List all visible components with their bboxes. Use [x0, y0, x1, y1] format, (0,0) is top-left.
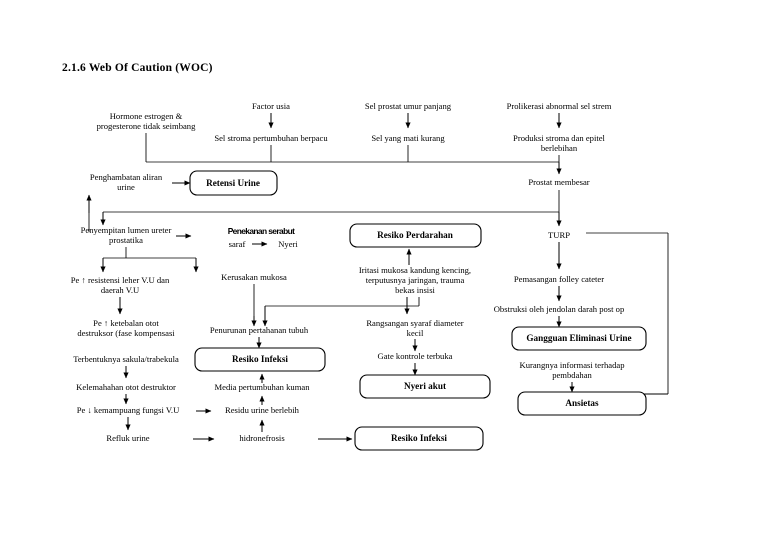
node-label: kecil [407, 328, 424, 338]
node-label: Penyempitan lumen ureter [81, 225, 172, 235]
node-gate-kontrole-terbuka: Gate kontrole terbuka [378, 351, 453, 361]
box-shape [189, 170, 278, 196]
box-label: Resiko Infeksi [232, 354, 288, 364]
node-prostat-membesar: Prostat membesar [528, 177, 589, 187]
node-pe-resistensi-leher-vu: Pe ↑ resistensi leher V.U dan daerah V.U [71, 275, 170, 295]
node-pe-ketebalan-otot: Pe ↑ ketebalan otot destruksor (fase kom… [77, 318, 175, 338]
node-label: TURP [548, 230, 570, 240]
box-retensi-urine[interactable]: Retensi Urine [189, 170, 278, 196]
node-label: Penurunan pertahanan tubuh [210, 325, 309, 335]
box-shape [349, 223, 482, 248]
node-kelemahahan-otot-destruktor: Kelemahahan otot destruktor [76, 382, 176, 392]
node-kerusakan-mukosa: Kerusakan mukosa [221, 272, 287, 282]
node-penurunan-pertahanan-tubuh: Penurunan pertahanan tubuh [210, 325, 309, 335]
node-label: Kelemahahan otot destruktor [76, 382, 176, 392]
node-label: Terbentuknya sakula/trabekula [73, 354, 179, 364]
node-label: Nyeri [278, 239, 298, 249]
box-label: Resiko Perdarahan [377, 230, 453, 240]
node-label: Pe ↑ resistensi leher V.U dan [71, 275, 170, 285]
box-label: Gangguan Eliminasi Urine [526, 333, 631, 343]
node-label: Penekanan serabut [228, 226, 295, 236]
node-label: Sel stroma pertumbuhan berpacu [214, 133, 328, 143]
node-refluk-urine: Refluk urine [106, 433, 149, 443]
node-obstruksi-jendolan-darah: Obstruksi oleh jendolan darah post op [494, 304, 625, 314]
node-label: hidronefrosis [239, 433, 285, 443]
node-rangsangan-syaraf: Rangsangan syaraf diameter kecil [366, 318, 463, 338]
node-label: Sel yang mati kurang [371, 133, 445, 143]
node-penyempitan-lumen-ureter: Penyempitan lumen ureter prostatika [81, 225, 172, 245]
node-label: bekas insisi [395, 285, 435, 295]
node-factor-usia: Factor usia [252, 101, 290, 111]
node-hormone-imbalance: Hormone estrogen & progesterone tidak se… [97, 111, 197, 131]
node-label: Obstruksi oleh jendolan darah post op [494, 304, 625, 314]
box-shape [359, 374, 491, 399]
node-label: Kurangnya informasi terhadap [520, 360, 625, 370]
box-gangguan-eliminasi-urine[interactable]: Gangguan Eliminasi Urine [511, 326, 647, 351]
node-hidronefrosis: hidronefrosis [239, 433, 285, 443]
node-iritasi-mukosa: Iritasi mukosa kandung kencing, terputus… [359, 265, 471, 295]
node-label: prostatika [109, 235, 143, 245]
box-label: Resiko Infeksi [391, 433, 447, 443]
node-label: terputusnya jaringan, trauma [366, 275, 465, 285]
node-label: Gate kontrole terbuka [378, 351, 453, 361]
box-resiko-infeksi-lower[interactable]: Resiko Infeksi [354, 426, 484, 451]
node-label: Prostat membesar [528, 177, 589, 187]
node-sel-prostat-umur-panjang: Sel prostat umur panjang [365, 101, 452, 111]
box-shape [517, 391, 647, 416]
node-produksi-stroma-epitel: Produksi stroma dan epitel berlebihan [513, 133, 606, 153]
node-media-pertumbuhan-kuman: Media pertumbuhan kuman [215, 382, 311, 392]
page-title: 2.1.6 Web Of Caution (WOC) [62, 62, 213, 74]
node-label: progesterone tidak seimbang [97, 121, 197, 131]
box-resiko-infeksi-upper[interactable]: Resiko Infeksi [194, 347, 326, 372]
box-shape [354, 426, 484, 451]
node-penekanan-serabut-saraf: Penekanan serabut saraf Nyeri [228, 226, 299, 249]
box-nyeri-akut[interactable]: Nyeri akut [359, 374, 491, 399]
node-label: Factor usia [252, 101, 290, 111]
node-label: Produksi stroma dan epitel [513, 133, 606, 143]
node-sel-mati-kurang: Sel yang mati kurang [371, 133, 445, 143]
node-label: berlebihan [541, 143, 578, 153]
box-label: Retensi Urine [206, 178, 260, 188]
node-label: saraf [229, 239, 246, 249]
node-label: destruksor (fase kompensasi [77, 328, 175, 338]
node-penghambatan-aliran-urine: Penghambatan aliran urine [90, 172, 163, 192]
node-terbentuknya-sakula: Terbentuknya sakula/trabekula [73, 354, 179, 364]
node-kurangnya-informasi: Kurangnya informasi terhadap pembdahan [520, 360, 625, 380]
node-label: Pe ↑ ketebalan otot [93, 318, 159, 328]
box-resiko-perdarahan[interactable]: Resiko Perdarahan [349, 223, 482, 248]
node-pe-kemampuang-fungsi-vu: Pe ↓ kemampuang fungsi V.U [77, 405, 180, 415]
node-sel-stroma-berpacu: Sel stroma pertumbuhan berpacu [214, 133, 328, 143]
node-label: daerah V.U [101, 285, 140, 295]
node-label: urine [117, 182, 135, 192]
node-label: Pe ↓ kemampuang fungsi V.U [77, 405, 180, 415]
node-label: Residu urine berlebih [225, 405, 300, 415]
node-label: Prolikerasi abnormal sel strem [507, 101, 612, 111]
node-label: Hormone estrogen & [110, 111, 183, 121]
node-label: Rangsangan syaraf diameter [366, 318, 463, 328]
node-prolikerasi-abnormal: Prolikerasi abnormal sel strem [507, 101, 612, 111]
node-label: Iritasi mukosa kandung kencing, [359, 265, 471, 275]
node-label: Refluk urine [106, 433, 149, 443]
box-label: Nyeri akut [404, 381, 447, 391]
node-label: Pemasangan folley cateter [514, 274, 604, 284]
node-label: Sel prostat umur panjang [365, 101, 452, 111]
node-turp: TURP [548, 230, 570, 240]
node-label: Penghambatan aliran [90, 172, 163, 182]
node-residu-urine-berlebih: Residu urine berlebih [225, 405, 300, 415]
box-label: Ansietas [565, 398, 599, 408]
node-pemasangan-folley-cateter: Pemasangan folley cateter [514, 274, 604, 284]
box-ansietas[interactable]: Ansietas [517, 391, 647, 416]
node-label: pembdahan [552, 370, 592, 380]
node-label: Kerusakan mukosa [221, 272, 287, 282]
box-shape [194, 347, 326, 372]
box-shape [511, 326, 647, 351]
node-label: Media pertumbuhan kuman [215, 382, 311, 392]
